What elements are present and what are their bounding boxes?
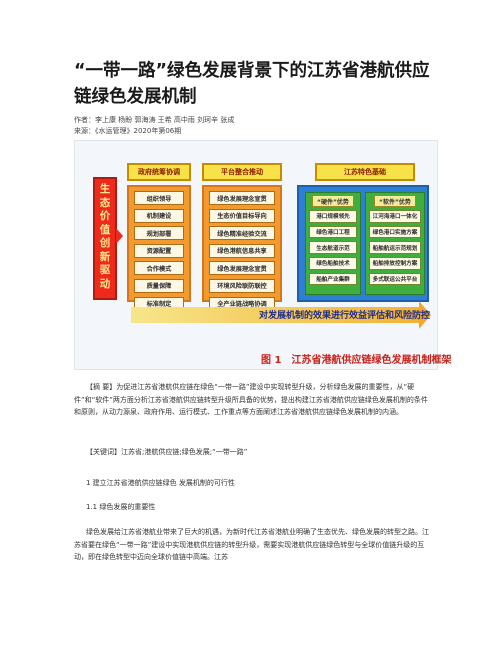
platform-item: 环境风险联防联控 (209, 278, 275, 293)
source-line: 来源：《水运管理》2020年第06期 (74, 127, 182, 135)
gov-item: 规划部署 (134, 226, 184, 241)
authors-line: 作者：李上康 杨盼 郭海涛 王希 高中雨 刘珂辛 张成 (74, 116, 235, 124)
platform-item: 绿色港航信息共享 (209, 243, 275, 258)
eco-value-box: 生态价值创新驱动 (93, 177, 117, 300)
jiangsu-base-panel: “硬件”优势 港口规模领先 绿色港口工程 生态航道示范 绿色船舶技术 船舶产业集… (297, 185, 429, 302)
platform-item: 绿色发展理念宣贯 (209, 261, 275, 276)
gov-item: 合作模式 (134, 261, 184, 276)
col3-header: 江苏特色基础 (315, 163, 415, 181)
gov-item: 质量保障 (134, 278, 184, 293)
abstract-paragraph: 【摘 要】为促进江苏省港航供应链在绿色“一带一路”建设中实现转型升级，分析绿色发… (74, 383, 428, 416)
platform-item: 绿色发展理念宣贯 (209, 191, 275, 205)
software-item: 船舶航运示范规划 (369, 241, 421, 254)
gov-item: 组织领导 (134, 191, 184, 205)
software-item: 多式联运公共平台 (369, 272, 421, 286)
hardware-item: 港口规模领先 (309, 210, 357, 223)
arrow-head-icon (419, 301, 431, 329)
figure-caption: 图 1 江苏省港航供应链绿色发展机制框架 (261, 355, 452, 366)
red-arrow-icon (116, 228, 123, 244)
hardware-item: 船舶产业集群 (309, 272, 357, 286)
hardware-item: 生态航道示范 (309, 241, 357, 254)
article-title: “一带一路”绿色发展背景下的江苏省港航供应链绿色发展机制 (74, 61, 430, 107)
body-paragraph: 绿色发展给江苏省港航业带来了巨大的机遇，为新时代江苏省港航业明确了生态优先、绿色… (74, 528, 429, 561)
section-heading: 1 建立江苏省港航供应链绿色 发展机制的可行性 (86, 479, 235, 487)
col2-header: 平台整合推动 (202, 163, 282, 181)
hardware-header: “硬件”优势 (312, 195, 354, 207)
software-item: 绿色港口实施方案 (369, 225, 421, 239)
evaluation-text: 对发展机制的效果进行效益评估和风险防控 (259, 311, 431, 321)
software-header: “软件”优势 (374, 195, 416, 207)
hardware-panel: “硬件”优势 港口规模领先 绿色港口工程 生态航道示范 绿色船舶技术 船舶产业集… (305, 192, 361, 295)
platform-column: 绿色发展理念宣贯 生态价值目标导向 绿色精准经验交流 绿色港航信息共享 绿色发展… (202, 185, 282, 311)
software-panel: “软件”优势 江河海港口一体化 绿色港口实施方案 船舶航运示范规划 船舶排放控制… (365, 192, 425, 295)
platform-item: 绿色精准经验交流 (209, 226, 275, 241)
gov-column: 组织领导 机制建设 规划部署 资源配置 合作模式 质量保障 标准制定 (127, 185, 191, 311)
subsection-heading: 1.1 绿色发展的重要性 (86, 503, 156, 511)
software-item: 江河海港口一体化 (369, 210, 421, 223)
platform-item: 生态价值目标导向 (209, 208, 275, 223)
framework-figure: 政府统筹协调 平台整合推动 江苏特色基础 生态价值创新驱动 组织领导 机制建设 … (74, 140, 451, 370)
software-item: 船舶排放控制方案 (369, 257, 421, 270)
keywords-line: 【关键词】江苏省;港航供应链;绿色发展;“一带一路” (86, 448, 248, 456)
gov-item: 机制建设 (134, 208, 184, 223)
hardware-item: 绿色船舶技术 (309, 257, 357, 270)
col1-header: 政府统筹协调 (127, 163, 191, 181)
evaluation-arrow (131, 307, 421, 323)
gov-item: 资源配置 (134, 243, 184, 258)
hardware-item: 绿色港口工程 (309, 225, 357, 239)
